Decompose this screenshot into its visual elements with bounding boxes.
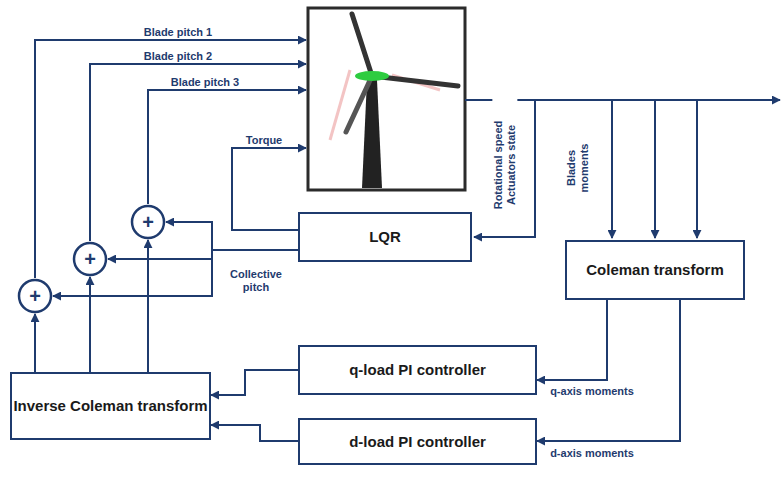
signal-connector — [211, 425, 298, 441]
box-label: Coleman transform — [586, 261, 724, 279]
signal-name: Blade pitch 3 — [169, 76, 241, 89]
signal-connector — [166, 222, 298, 250]
sum-sign: + — [84, 249, 96, 269]
transform-box: Coleman transform — [565, 240, 745, 300]
signal-connector — [34, 314, 36, 372]
box-label: LQR — [369, 228, 401, 246]
signal-name: q-axis moments — [548, 385, 636, 398]
turbine-nacelle — [355, 71, 389, 81]
sum-circle-outline — [74, 243, 106, 275]
transform-box: Inverse Coleman transform — [10, 372, 211, 440]
signal-name: Rotational speed Actuators state — [492, 98, 517, 232]
sum-sign: + — [142, 212, 154, 232]
sum-junction: + — [130, 204, 166, 240]
signal-name: Collective pitch — [219, 268, 293, 293]
signal-connector — [108, 250, 298, 259]
sum-circle-outline — [132, 206, 164, 238]
box-label: d-load PI controller — [349, 433, 486, 451]
torque-wire — [232, 148, 306, 230]
signal-name: Blade pitch 1 — [142, 26, 214, 39]
turbine-blade — [346, 76, 372, 132]
blade-pitch-wire — [90, 64, 306, 241]
signal-connector — [147, 240, 149, 372]
sum-circle-outline — [19, 280, 51, 312]
sum-junction: + — [72, 241, 108, 277]
moment-wire — [696, 100, 698, 238]
blade-pitch-wire — [35, 40, 306, 278]
moment-wire — [654, 100, 656, 238]
box-label: Inverse Coleman transform — [13, 397, 207, 415]
controller-box: LQR — [298, 212, 472, 262]
signal-name: Blade pitch 2 — [142, 50, 214, 63]
signal-name: d-axis moments — [548, 447, 636, 460]
signal-connector — [89, 277, 91, 372]
signal-name: Blades moments — [565, 131, 590, 205]
signal-connector — [537, 300, 607, 380]
signal-name: Torque — [244, 134, 284, 147]
sum-sign: + — [29, 286, 41, 306]
signal-connector — [211, 370, 298, 395]
moment-wire — [611, 100, 613, 238]
turbine-frame — [308, 8, 465, 190]
controller-box: d-load PI controller — [298, 418, 537, 465]
controller-box: q-load PI controller — [298, 345, 537, 395]
signal-connector — [537, 300, 680, 441]
turbine-blade — [352, 14, 372, 76]
sum-junction: + — [17, 278, 53, 314]
box-label: q-load PI controller — [349, 361, 486, 379]
